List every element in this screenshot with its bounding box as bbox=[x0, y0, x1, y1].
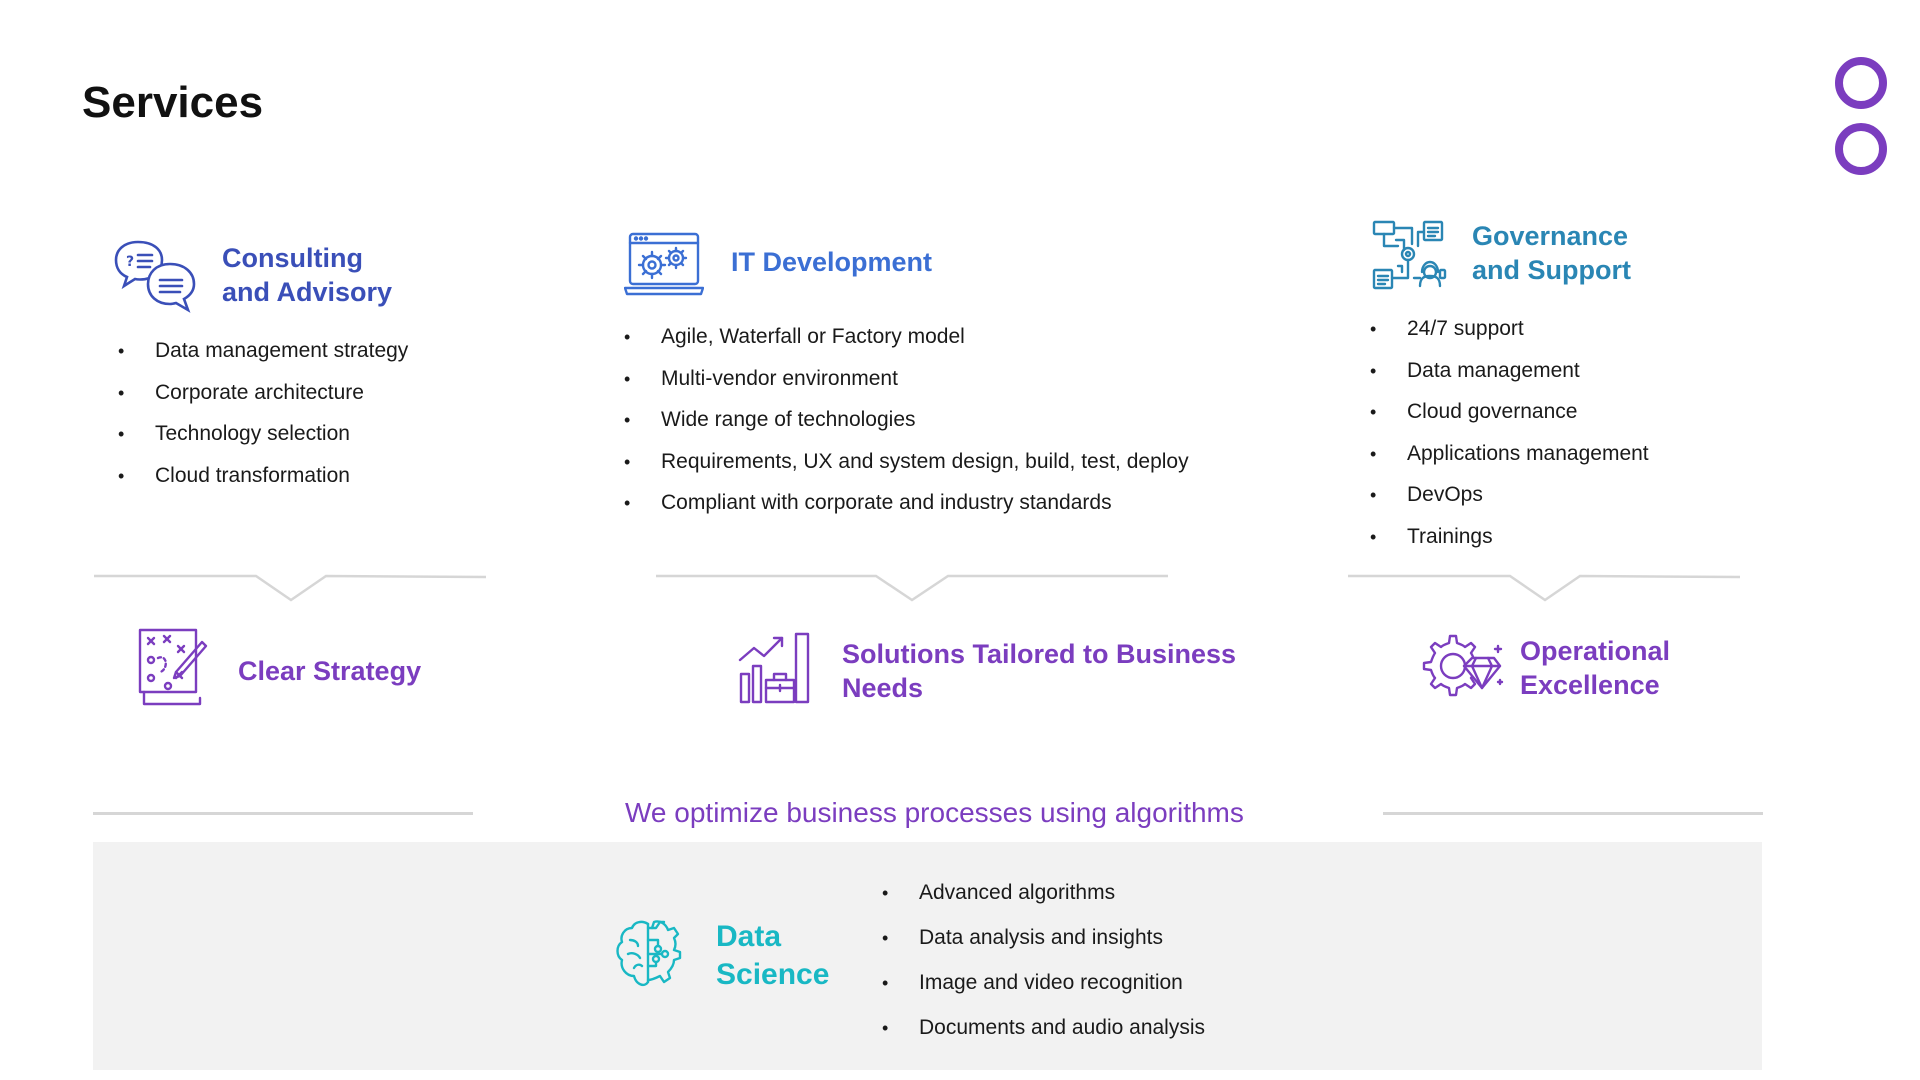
column-title-consulting: Consulting and Advisory bbox=[222, 243, 393, 307]
brain-circuit-icon bbox=[612, 918, 684, 990]
data-science-title: Data Science bbox=[716, 920, 830, 991]
chat-bubbles-icon: ? bbox=[114, 238, 198, 316]
consulting-list: Data management strategy Corporate archi… bbox=[118, 338, 408, 504]
list-item: Advanced algorithms bbox=[882, 880, 1205, 925]
list-item: Compliant with corporate and industry st… bbox=[624, 490, 1189, 532]
list-item: Cloud transformation bbox=[118, 463, 408, 505]
outcome-clear-strategy: Clear Strategy bbox=[238, 656, 422, 686]
list-item: Data management bbox=[1370, 358, 1649, 400]
workflow-support-icon bbox=[1372, 220, 1448, 292]
list-item: Applications management bbox=[1370, 441, 1649, 483]
outcome-solutions-tailored: Solutions Tailored to Business Needs bbox=[842, 639, 1237, 703]
page-title: Services bbox=[82, 78, 264, 127]
list-item: Agile, Waterfall or Factory model bbox=[624, 324, 1189, 366]
list-item: Corporate architecture bbox=[118, 380, 408, 422]
list-item: Multi-vendor environment bbox=[624, 366, 1189, 408]
list-item: Data analysis and insights bbox=[882, 925, 1205, 970]
tagline-right-rule bbox=[1383, 812, 1763, 815]
laptop-gears-icon bbox=[624, 232, 704, 298]
list-item: DevOps bbox=[1370, 482, 1649, 524]
tagline-left-rule bbox=[93, 812, 473, 815]
list-item: Image and video recognition bbox=[882, 970, 1205, 1015]
business-growth-icon bbox=[738, 630, 812, 704]
list-item: Cloud governance bbox=[1370, 399, 1649, 441]
list-item: Documents and audio analysis bbox=[882, 1015, 1205, 1060]
list-item: Wide range of technologies bbox=[624, 407, 1189, 449]
gear-diamond-icon bbox=[1420, 632, 1504, 702]
chevron-dividers bbox=[94, 574, 1741, 602]
list-item: Trainings bbox=[1370, 524, 1649, 566]
tagline: We optimize business processes using alg… bbox=[625, 797, 1244, 828]
it-development-list: Agile, Waterfall or Factory model Multi-… bbox=[624, 324, 1189, 532]
list-item: Technology selection bbox=[118, 421, 408, 463]
list-item: 24/7 support bbox=[1370, 316, 1649, 358]
column-title-governance: Governance and Support bbox=[1472, 221, 1631, 285]
decorative-rings-icon bbox=[1832, 55, 1890, 184]
column-title-it-development: IT Development bbox=[731, 247, 933, 277]
outcome-operational-excellence: Operational Excellence bbox=[1520, 636, 1671, 700]
data-science-list: Advanced algorithms Data analysis and in… bbox=[882, 880, 1205, 1060]
svg-text:?: ? bbox=[126, 254, 134, 270]
strategy-plan-icon bbox=[138, 628, 208, 706]
list-item: Data management strategy bbox=[118, 338, 408, 380]
list-item: Requirements, UX and system design, buil… bbox=[624, 449, 1189, 491]
governance-list: 24/7 support Data management Cloud gover… bbox=[1370, 316, 1649, 565]
